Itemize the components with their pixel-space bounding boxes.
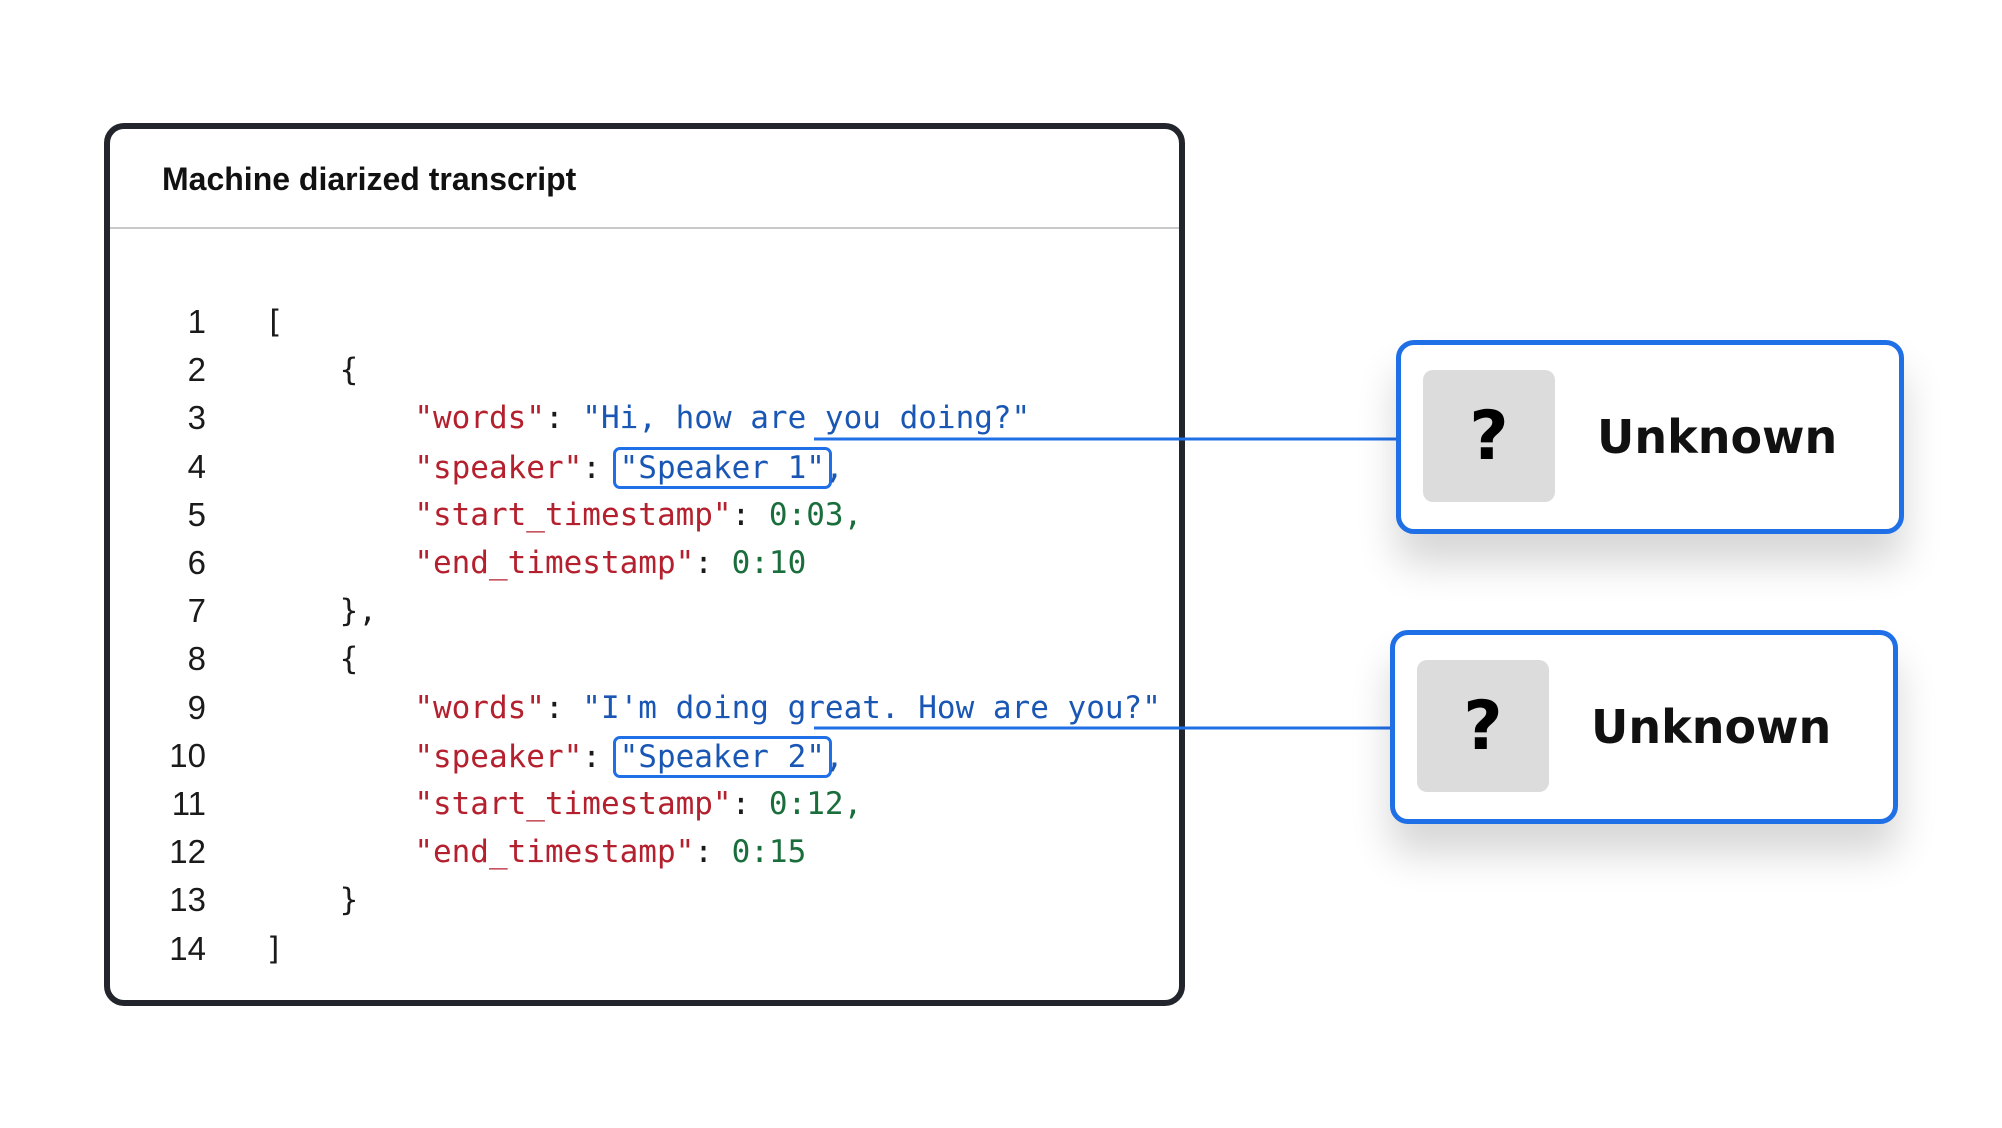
line-number: 5 — [187, 495, 206, 533]
code-block: 1[2 {3 "words": "Hi, how are you doing?"… — [110, 129, 1179, 1000]
code-token: "Hi, how are you doing?" — [582, 400, 1031, 437]
code-content: "speaker": "Speaker 2", — [265, 735, 844, 778]
transcript-panel: Machine diarized transcript 1[2 {3 "word… — [104, 123, 1185, 1006]
code-token: : — [731, 786, 769, 822]
code-content: [ — [265, 302, 284, 342]
code-token: : — [544, 400, 583, 437]
code-line: 6 "end_timestamp": 0:10 — [110, 543, 1179, 583]
line-number: 9 — [187, 688, 206, 726]
line-number: 10 — [169, 736, 206, 774]
code-line: 8 { — [110, 639, 1179, 679]
line-number: 1 — [187, 303, 206, 340]
code-token: : — [544, 689, 583, 726]
line-number: 4 — [187, 447, 206, 485]
code-line: 11 "start_timestamp": 0:12, — [110, 784, 1179, 824]
code-token: 0:03, — [768, 496, 863, 533]
code-token: [ — [265, 304, 284, 340]
line-number: 8 — [187, 640, 206, 678]
code-token: { — [265, 352, 359, 389]
line-number: 13 — [169, 881, 206, 919]
code-token: : — [582, 738, 620, 775]
code-token: "words" — [414, 400, 545, 437]
speaker-value-highlight: "Speaker 1" — [612, 446, 832, 489]
code-token: "I'm doing great. How are you?" — [582, 689, 1161, 726]
question-mark-icon: ? — [1417, 660, 1549, 792]
code-content: "words": "Hi, how are you doing?" — [265, 398, 1030, 438]
line-number: 14 — [169, 929, 206, 967]
line-number: 6 — [187, 544, 206, 581]
code-token: "end_timestamp" — [414, 545, 695, 581]
code-token: 0:10 — [731, 545, 807, 581]
speaker-card-label: Unknown — [1591, 700, 1832, 754]
code-token: : — [582, 449, 620, 486]
code-token: }, — [265, 593, 377, 630]
code-token: "words" — [414, 689, 545, 726]
code-token: ] — [265, 930, 284, 967]
line-number: 12 — [169, 833, 206, 871]
speaker-value-highlight: "Speaker 2" — [612, 735, 832, 778]
line-number: 2 — [187, 351, 206, 389]
code-line: 14] — [110, 929, 1179, 969]
code-content: { — [265, 639, 359, 679]
code-line: 1[ — [110, 302, 1179, 342]
line-number: 11 — [171, 785, 206, 822]
code-content: "start_timestamp": 0:03, — [265, 495, 862, 535]
code-line: 4 "speaker": "Speaker 1", — [110, 446, 1179, 489]
code-token: : — [694, 545, 732, 581]
code-line: 9 "words": "I'm doing great. How are you… — [110, 688, 1179, 728]
code-line: 3 "words": "Hi, how are you doing?" — [110, 398, 1179, 438]
code-token: "speaker" — [414, 738, 583, 775]
code-content: "words": "I'm doing great. How are you?" — [265, 688, 1161, 728]
code-token: , — [824, 738, 844, 775]
code-token: "end_timestamp" — [414, 834, 695, 871]
panel-divider — [110, 227, 1179, 229]
code-line: 10 "speaker": "Speaker 2", — [110, 735, 1179, 778]
question-mark-icon: ? — [1423, 370, 1555, 502]
line-number: 3 — [187, 399, 206, 437]
code-line: 2 { — [110, 350, 1179, 390]
code-token: "start_timestamp" — [414, 496, 732, 533]
code-content: "end_timestamp": 0:15 — [265, 832, 806, 872]
code-content: "speaker": "Speaker 1", — [265, 446, 844, 489]
code-token: { — [265, 641, 359, 678]
code-token: 0:12, — [768, 786, 863, 822]
speaker-card-label: Unknown — [1597, 410, 1838, 464]
code-line: 7 }, — [110, 591, 1179, 631]
code-line: 12 "end_timestamp": 0:15 — [110, 832, 1179, 872]
speaker-card-1: ? Unknown — [1396, 340, 1904, 534]
speaker-card-2: ? Unknown — [1390, 630, 1898, 824]
code-content: } — [265, 880, 359, 920]
code-token: "start_timestamp" — [414, 786, 732, 822]
code-token: : — [731, 496, 769, 533]
code-content: ] — [265, 929, 284, 969]
code-content: { — [265, 350, 359, 390]
code-content: "end_timestamp": 0:10 — [265, 543, 806, 583]
panel-title: Machine diarized transcript — [162, 161, 577, 197]
code-line: 5 "start_timestamp": 0:03, — [110, 495, 1179, 535]
code-content: }, — [265, 591, 377, 631]
line-number: 7 — [187, 592, 206, 630]
code-token: } — [265, 882, 359, 919]
code-token: "speaker" — [414, 449, 583, 486]
code-token: : — [694, 834, 732, 871]
code-token: , — [824, 449, 844, 486]
code-line: 13 } — [110, 880, 1179, 920]
code-content: "start_timestamp": 0:12, — [265, 784, 862, 824]
code-token: 0:15 — [731, 834, 807, 871]
